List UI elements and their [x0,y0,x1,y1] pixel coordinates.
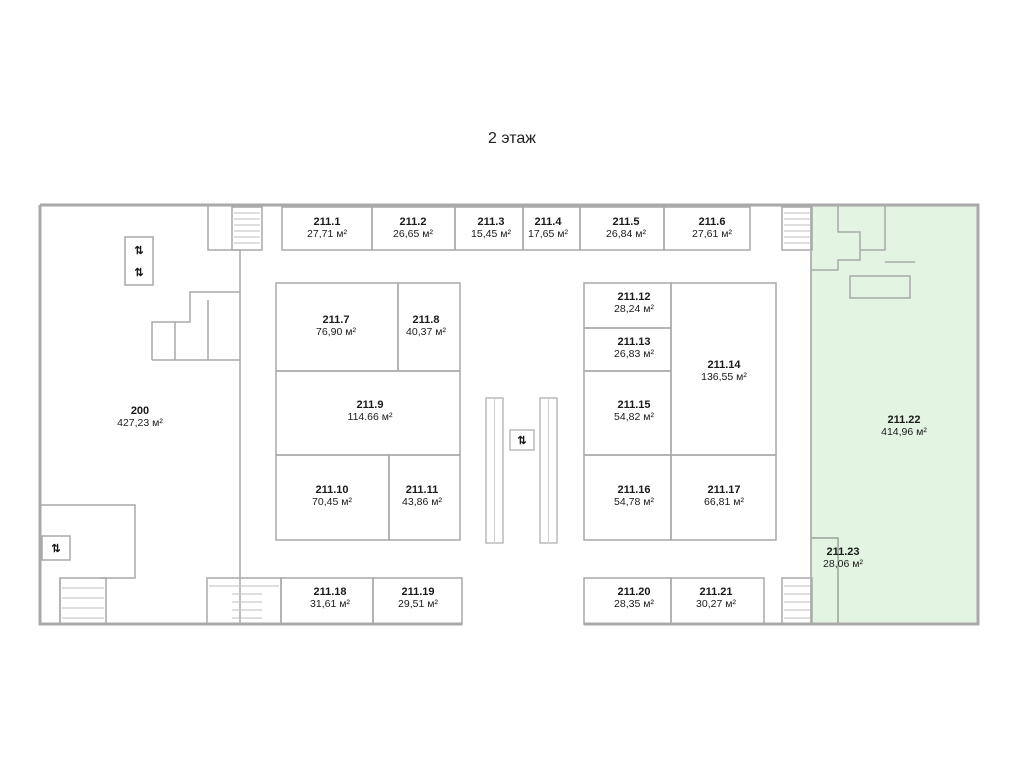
elevator-icon: ⇅ [134,245,143,257]
room-number: 211.4 [535,216,563,228]
room-number: 211.21 [699,586,732,598]
room-number: 200 [131,405,149,417]
stairs-icon [62,212,810,619]
room-211-6[interactable]: 211.627,61 м² [692,216,732,240]
room-area: 29,51 м² [398,598,438,610]
room-area: 31,61 м² [310,598,350,610]
room-area: 28,06 м² [823,558,863,570]
room-number: 211.15 [617,399,650,411]
room-211-2[interactable]: 211.226,65 м² [393,216,433,240]
room-number: 211.3 [478,216,505,228]
room-number: 211.11 [406,484,438,496]
room-area: 114.66 м² [348,411,393,423]
room-area: 76,90 м² [316,326,356,338]
room-area: 26,83 м² [614,348,654,360]
room-area: 43,86 м² [402,496,442,508]
room-area: 27,61 м² [692,228,732,240]
room-number: 211.7 [323,314,350,326]
room-number: 211.6 [699,216,726,228]
room-area: 66,81 м² [704,496,744,508]
room-number: 211.16 [617,484,650,496]
room-number: 211.20 [617,586,650,598]
elevator-icon: ⇅ [51,543,60,555]
room-number: 211.17 [707,484,740,496]
room-number: 211.5 [613,216,640,228]
room-211-1[interactable]: 211.127,71 м² [307,216,347,240]
room-number: 211.10 [315,484,348,496]
room-area: 70,45 м² [312,496,352,508]
room-area: 136,55 м² [701,371,747,383]
room-area: 28,35 м² [614,598,654,610]
room-number: 211.22 [887,414,920,426]
room-area: 40,37 м² [406,326,446,338]
floor-title: 2 этаж [488,130,536,147]
room-number: 211.8 [413,314,440,326]
room-area: 54,78 м² [614,496,654,508]
room-number: 211.13 [617,336,650,348]
room-area: 26,65 м² [393,228,433,240]
escalator-icon [485,397,558,544]
room-area: 30,27 м² [696,598,736,610]
elevator-icon: ⇅ [134,267,143,279]
elevator-icon: ⇅ [517,435,526,447]
room-area: 27,71 м² [307,228,347,240]
room-211-4[interactable]: 211.417,65 м² [528,216,568,240]
room-number: 211.9 [357,399,384,411]
room-number: 211.12 [617,291,650,303]
room-area: 28,24 м² [614,303,654,315]
room-211-3[interactable]: 211.315,45 м² [471,216,511,240]
room-number: 211.18 [313,586,346,598]
room-area: 414,96 м² [881,426,927,438]
room-211-8[interactable]: 211.840,37 м² [406,314,446,338]
room-number: 211.1 [314,216,341,228]
room-211-5[interactable]: 211.526,84 м² [606,216,646,240]
interior-walls [40,205,915,625]
room-area: 54,82 м² [614,411,654,423]
room-number: 211.2 [400,216,427,228]
room-number: 211.14 [707,359,741,371]
room-area: 427,23 м² [117,417,163,429]
room-211-7[interactable]: 211.776,90 м² [316,314,356,338]
room-area: 15,45 м² [471,228,511,240]
room-number: 211.23 [826,546,859,558]
room-number: 211.19 [401,586,434,598]
room-area: 17,65 м² [528,228,568,240]
room-area: 26,84 м² [606,228,646,240]
